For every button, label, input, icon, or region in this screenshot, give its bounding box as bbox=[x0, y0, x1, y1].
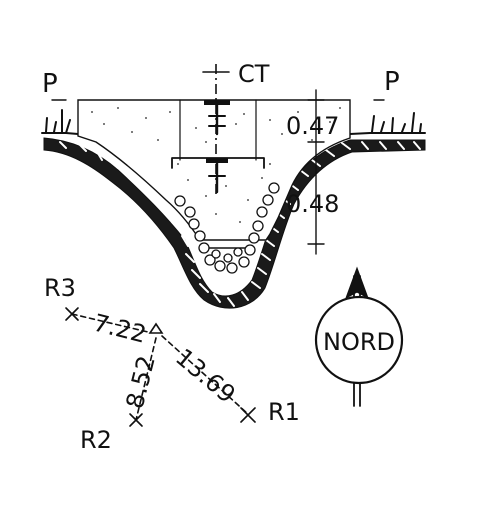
distance-to-r1: 13.69 bbox=[170, 343, 241, 409]
division-lines bbox=[179, 99, 257, 161]
grass-right bbox=[371, 112, 422, 133]
gravel bbox=[174, 182, 280, 274]
right-plane-label: P bbox=[384, 67, 400, 97]
r2-label: R2 bbox=[80, 426, 112, 454]
line-to-r1 bbox=[161, 335, 249, 415]
distance-to-r3: 7.22 bbox=[91, 309, 150, 349]
pipe-marker-lower bbox=[206, 158, 228, 194]
center-label: CT bbox=[238, 60, 270, 88]
cross-section: CT P P 0.47 0.48 bbox=[41, 60, 426, 309]
r3-cross bbox=[65, 307, 79, 321]
survey-plan: R3 R2 R1 7.22 8.52 13.69 bbox=[44, 274, 300, 454]
dimension-lower: 0.48 bbox=[286, 190, 339, 218]
ground-line-left bbox=[41, 132, 79, 135]
dimension-upper: 0.47 bbox=[286, 112, 339, 140]
r1-cross bbox=[240, 407, 256, 423]
ground-line-right bbox=[349, 132, 426, 135]
distance-to-r2: 8.52 bbox=[121, 353, 161, 412]
line-to-r3 bbox=[71, 313, 149, 333]
line-to-r2 bbox=[135, 337, 157, 421]
grass-left bbox=[45, 109, 71, 134]
north-arrow-head bbox=[345, 266, 369, 300]
north-circle bbox=[314, 295, 404, 385]
dimension-line bbox=[307, 89, 325, 255]
fill-dots bbox=[91, 107, 341, 223]
north-label: NORD bbox=[323, 328, 395, 356]
r2-cross bbox=[129, 413, 143, 427]
station-marker bbox=[148, 322, 164, 334]
left-plane-label: P bbox=[42, 69, 58, 99]
pipe-marker-upper bbox=[204, 100, 230, 136]
r1-label: R1 bbox=[268, 398, 300, 426]
north-arrow: NORD bbox=[314, 266, 404, 407]
r3-label: R3 bbox=[44, 274, 76, 302]
